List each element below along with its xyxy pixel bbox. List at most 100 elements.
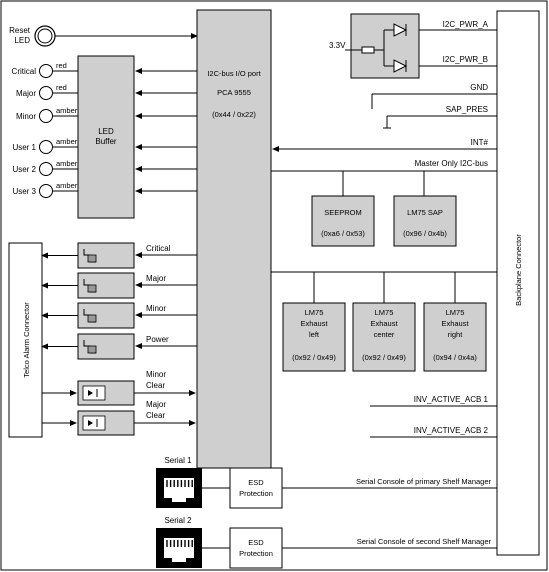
- exhaust-label-2: Exhaust: [370, 319, 398, 328]
- seeprom-label-1: SEEPROM: [324, 208, 362, 217]
- led-color-label: red: [56, 83, 67, 92]
- exhaust-label-4: (0x92 / 0x49): [292, 353, 336, 362]
- led-icon: [39, 184, 53, 198]
- exhaust-label-3: center: [374, 330, 395, 339]
- inv-acb2-label: INV_ACTIVE_ACB 2: [414, 426, 489, 435]
- pwr-b-label: I2C_PWR_B: [443, 55, 488, 64]
- optocoupler-diode: [88, 420, 93, 426]
- io-port-label-1: I2C-bus I/O port: [207, 69, 261, 78]
- power-switch-box: [350, 13, 420, 79]
- io-port-box: [196, 9, 272, 469]
- led-label: Minor: [16, 112, 36, 121]
- exhaust-label-3: left: [309, 330, 320, 339]
- led-icon: [39, 162, 53, 176]
- exhaust-label-1: LM75: [305, 308, 324, 317]
- relay-row: Minor: [41, 302, 197, 329]
- int-label: INT#: [471, 138, 489, 147]
- relay-coil-icon: [87, 284, 97, 293]
- lm75-sap-label-1: LM75 SAP: [407, 208, 443, 217]
- esd-label-1: ESD: [248, 478, 264, 487]
- exhaust-label-4: (0x92 / 0x49): [362, 353, 406, 362]
- backplane-label: Backplane Connector: [514, 234, 523, 306]
- relay-coil-icon: [87, 345, 97, 354]
- exhaust-label-2: Exhaust: [441, 319, 469, 328]
- exhaust-label-1: LM75: [375, 308, 394, 317]
- led-buffer-box: [77, 55, 135, 219]
- clear-label-2: Clear: [146, 381, 165, 390]
- led-icon: [39, 86, 53, 100]
- power-switch-symbol: [345, 23, 408, 73]
- sap-pres-label: SAP_PRES: [446, 105, 488, 114]
- led-label: Critical: [12, 67, 37, 76]
- led-buffer-label-2: Buffer: [95, 137, 117, 146]
- clear-label-1: Minor: [146, 370, 166, 379]
- relay-coil-icon: [87, 254, 97, 263]
- led-row: Major red: [16, 83, 197, 100]
- led-label: User 2: [12, 165, 36, 174]
- reset-led-label-1: Reset: [9, 26, 31, 35]
- rj45-port-icon: [164, 478, 194, 502]
- master-only-label: Master Only I2C-bus: [415, 159, 488, 168]
- led-row: Minor amber: [16, 106, 197, 123]
- rj45-port-icon: [164, 538, 194, 562]
- exhaust-label-3: right: [448, 330, 464, 339]
- optocoupler-icon: [82, 385, 106, 401]
- led-color-label: red: [56, 61, 67, 70]
- exhaust-label-4: (0x94 / 0x4a): [433, 353, 477, 362]
- gnd-label: GND: [470, 83, 488, 92]
- relay-label: Power: [146, 335, 169, 344]
- led-label: User 3: [12, 187, 36, 196]
- relay-row: Major: [41, 272, 197, 299]
- clear-label-2: Clear: [146, 411, 165, 420]
- exhaust-box: [282, 302, 346, 372]
- serial-row: Serial 1 ESD Protection Serial Console of p…: [156, 456, 497, 509]
- serial-label: Serial 2: [164, 516, 192, 525]
- led-row: User 2 amber: [12, 159, 197, 176]
- backplane-connector-box: [496, 10, 540, 556]
- inv-acb1-label: INV_ACTIVE_ACB 1: [414, 395, 489, 404]
- led-label: Major: [16, 89, 36, 98]
- reset-led-icon: [34, 25, 56, 47]
- relay-row: Critical: [41, 242, 197, 269]
- relay-label: Major: [146, 274, 166, 283]
- esd-label-2: Protection: [239, 489, 273, 498]
- exhaust-label-1: LM75: [446, 308, 465, 317]
- serial-console-label: Serial Console of second Shelf Manager: [357, 537, 492, 546]
- led-color-label: amber: [56, 106, 78, 115]
- led-buffer-label-1: LED: [98, 127, 114, 136]
- led-color-label: amber: [56, 137, 78, 146]
- relay-coil-icon: [87, 314, 97, 323]
- exhaust-label-2: Exhaust: [300, 319, 328, 328]
- io-port-label-3: (0x44 / 0x22): [212, 110, 256, 119]
- serial-label: Serial 1: [164, 456, 192, 465]
- serial-console-label: Serial Console of primary Shelf Manager: [356, 477, 492, 486]
- seeprom-label-2: (0xa6 / 0x53): [321, 229, 365, 238]
- clear-label-1: Major: [146, 400, 166, 409]
- optocoupler-icon: [82, 415, 106, 431]
- io-port-label-2: PCA 9555: [217, 88, 251, 97]
- relay-label: Critical: [146, 244, 171, 253]
- lm75-sap-label-2: (0x96 / 0x4b): [403, 229, 447, 238]
- reset-led-label-2: LED: [14, 36, 30, 45]
- led-color-label: amber: [56, 159, 78, 168]
- led-icon: [39, 64, 53, 78]
- led-label: User 1: [12, 143, 36, 152]
- led-row: Critical red: [12, 61, 197, 78]
- relay-label: Minor: [146, 304, 166, 313]
- voltage-label: 3.3V: [329, 41, 346, 50]
- serial-rows: Serial 1 ESD Protection Serial Console of p…: [156, 456, 497, 569]
- relay-row: Power: [41, 333, 197, 360]
- alarm-connector-box: [8, 242, 43, 438]
- esd-protection-box: [229, 467, 283, 509]
- esd-label-1: ESD: [248, 538, 264, 547]
- alarm-connector-label: Telco Alarm Connector: [22, 302, 31, 378]
